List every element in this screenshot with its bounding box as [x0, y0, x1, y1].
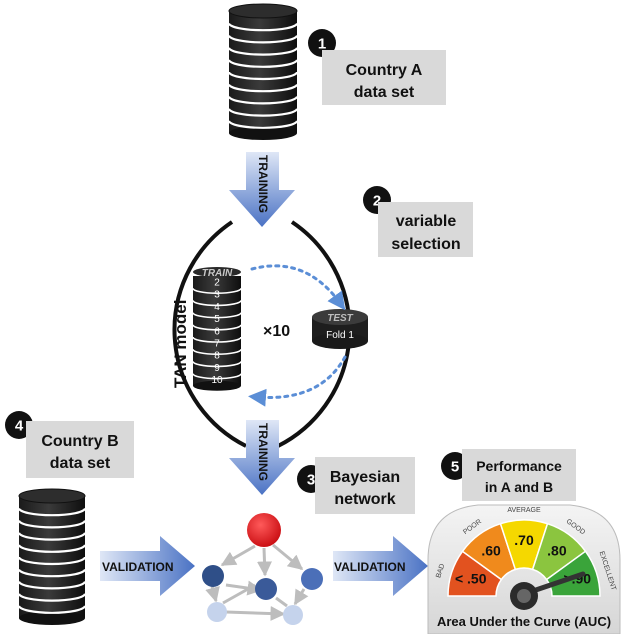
gauge-segment-excellent — [545, 550, 601, 597]
train-fold-9: 9 — [214, 363, 220, 374]
test-label: TEST — [327, 313, 353, 324]
repeat-count-label: ×10 — [263, 323, 290, 340]
validation-right-text: VALIDATION — [334, 560, 406, 574]
training-top-text: TRAINING — [256, 155, 270, 213]
step-3-label: 3 Bayesian network — [297, 457, 415, 514]
gauge-value-average: .70 — [514, 532, 534, 548]
step-4-box — [26, 421, 134, 478]
step-3-number: 3 — [307, 472, 315, 489]
training-bottom-text: TRAINING — [256, 423, 270, 481]
tan-circle-left-arc — [172, 220, 247, 448]
gauge-value-bad: < .50 — [455, 571, 487, 587]
training-arrow-bottom: TRAINING — [229, 420, 295, 495]
gauge-title: Area Under the Curve (AUC) — [437, 614, 611, 629]
step-2-line-1: variable — [396, 213, 457, 230]
gauge-value-poor: .60 — [481, 543, 501, 559]
gauge-category-average: AVERAGE — [507, 507, 541, 514]
country-b-database-icon — [17, 488, 87, 625]
step-3-box — [315, 457, 415, 514]
bayesian-network-graph — [202, 513, 323, 625]
test-fold-disc: TEST Fold 1 — [312, 309, 368, 349]
validation-left-text: VALIDATION — [102, 560, 174, 574]
network-node-root — [247, 513, 281, 547]
train-fold-3: 3 — [214, 290, 220, 301]
validation-arrow-right: VALIDATION — [333, 536, 428, 596]
step-1-label: 1 Country A data set — [308, 29, 446, 105]
country-a-database-icon — [227, 3, 299, 140]
train-fold-2: 2 — [214, 278, 220, 289]
train-fold-8: 8 — [214, 351, 220, 362]
step-1-line-2: data set — [354, 84, 415, 101]
network-node-bottom-right — [283, 605, 303, 625]
step-4-label: 4 Country B data set — [5, 411, 134, 478]
step-1-box — [322, 50, 446, 105]
train-fold-4: 4 — [214, 302, 220, 313]
train-label: TRAIN — [202, 268, 233, 279]
gauge-value-good: .80 — [547, 543, 567, 559]
gauge-category-bad: BAD — [435, 563, 446, 579]
training-arrow-top: TRAINING — [229, 152, 295, 227]
step-1-number: 1 — [318, 36, 326, 53]
network-node-right — [301, 568, 323, 590]
test-fold-label: Fold 1 — [326, 330, 354, 341]
step-3-line-1: Bayesian — [330, 469, 400, 486]
tan-model-label: TAN model — [171, 300, 190, 388]
step-2-label: 2 variable selection — [363, 186, 473, 257]
step-5-line-1: Performance — [476, 458, 562, 474]
network-node-center — [255, 578, 277, 600]
network-node-bottom-left — [207, 602, 227, 622]
network-node-left — [202, 565, 224, 587]
validation-arrow-left: VALIDATION — [100, 536, 195, 596]
step-2-number: 2 — [373, 193, 381, 210]
train-to-test-arrow — [250, 264, 346, 311]
step-3-line-2: network — [334, 491, 395, 508]
train-fold-6: 6 — [214, 326, 220, 337]
step-1-line-1: Country A — [346, 62, 423, 79]
step-2-box — [378, 202, 473, 257]
train-fold-10: 10 — [211, 375, 223, 386]
step-5-line-2: in A and B — [485, 479, 553, 495]
train-fold-7: 7 — [214, 339, 220, 350]
step-5-box — [462, 449, 576, 501]
step-5-label: 5 Performance in A and B — [441, 449, 576, 501]
step-4-line-1: Country B — [41, 433, 118, 450]
step-4-number: 4 — [15, 418, 24, 435]
step-5-number: 5 — [451, 459, 459, 476]
test-to-train-arrow — [248, 355, 347, 407]
step-4-line-2: data set — [50, 455, 111, 472]
train-fold-5: 5 — [214, 314, 220, 325]
step-2-line-2: selection — [391, 236, 460, 253]
